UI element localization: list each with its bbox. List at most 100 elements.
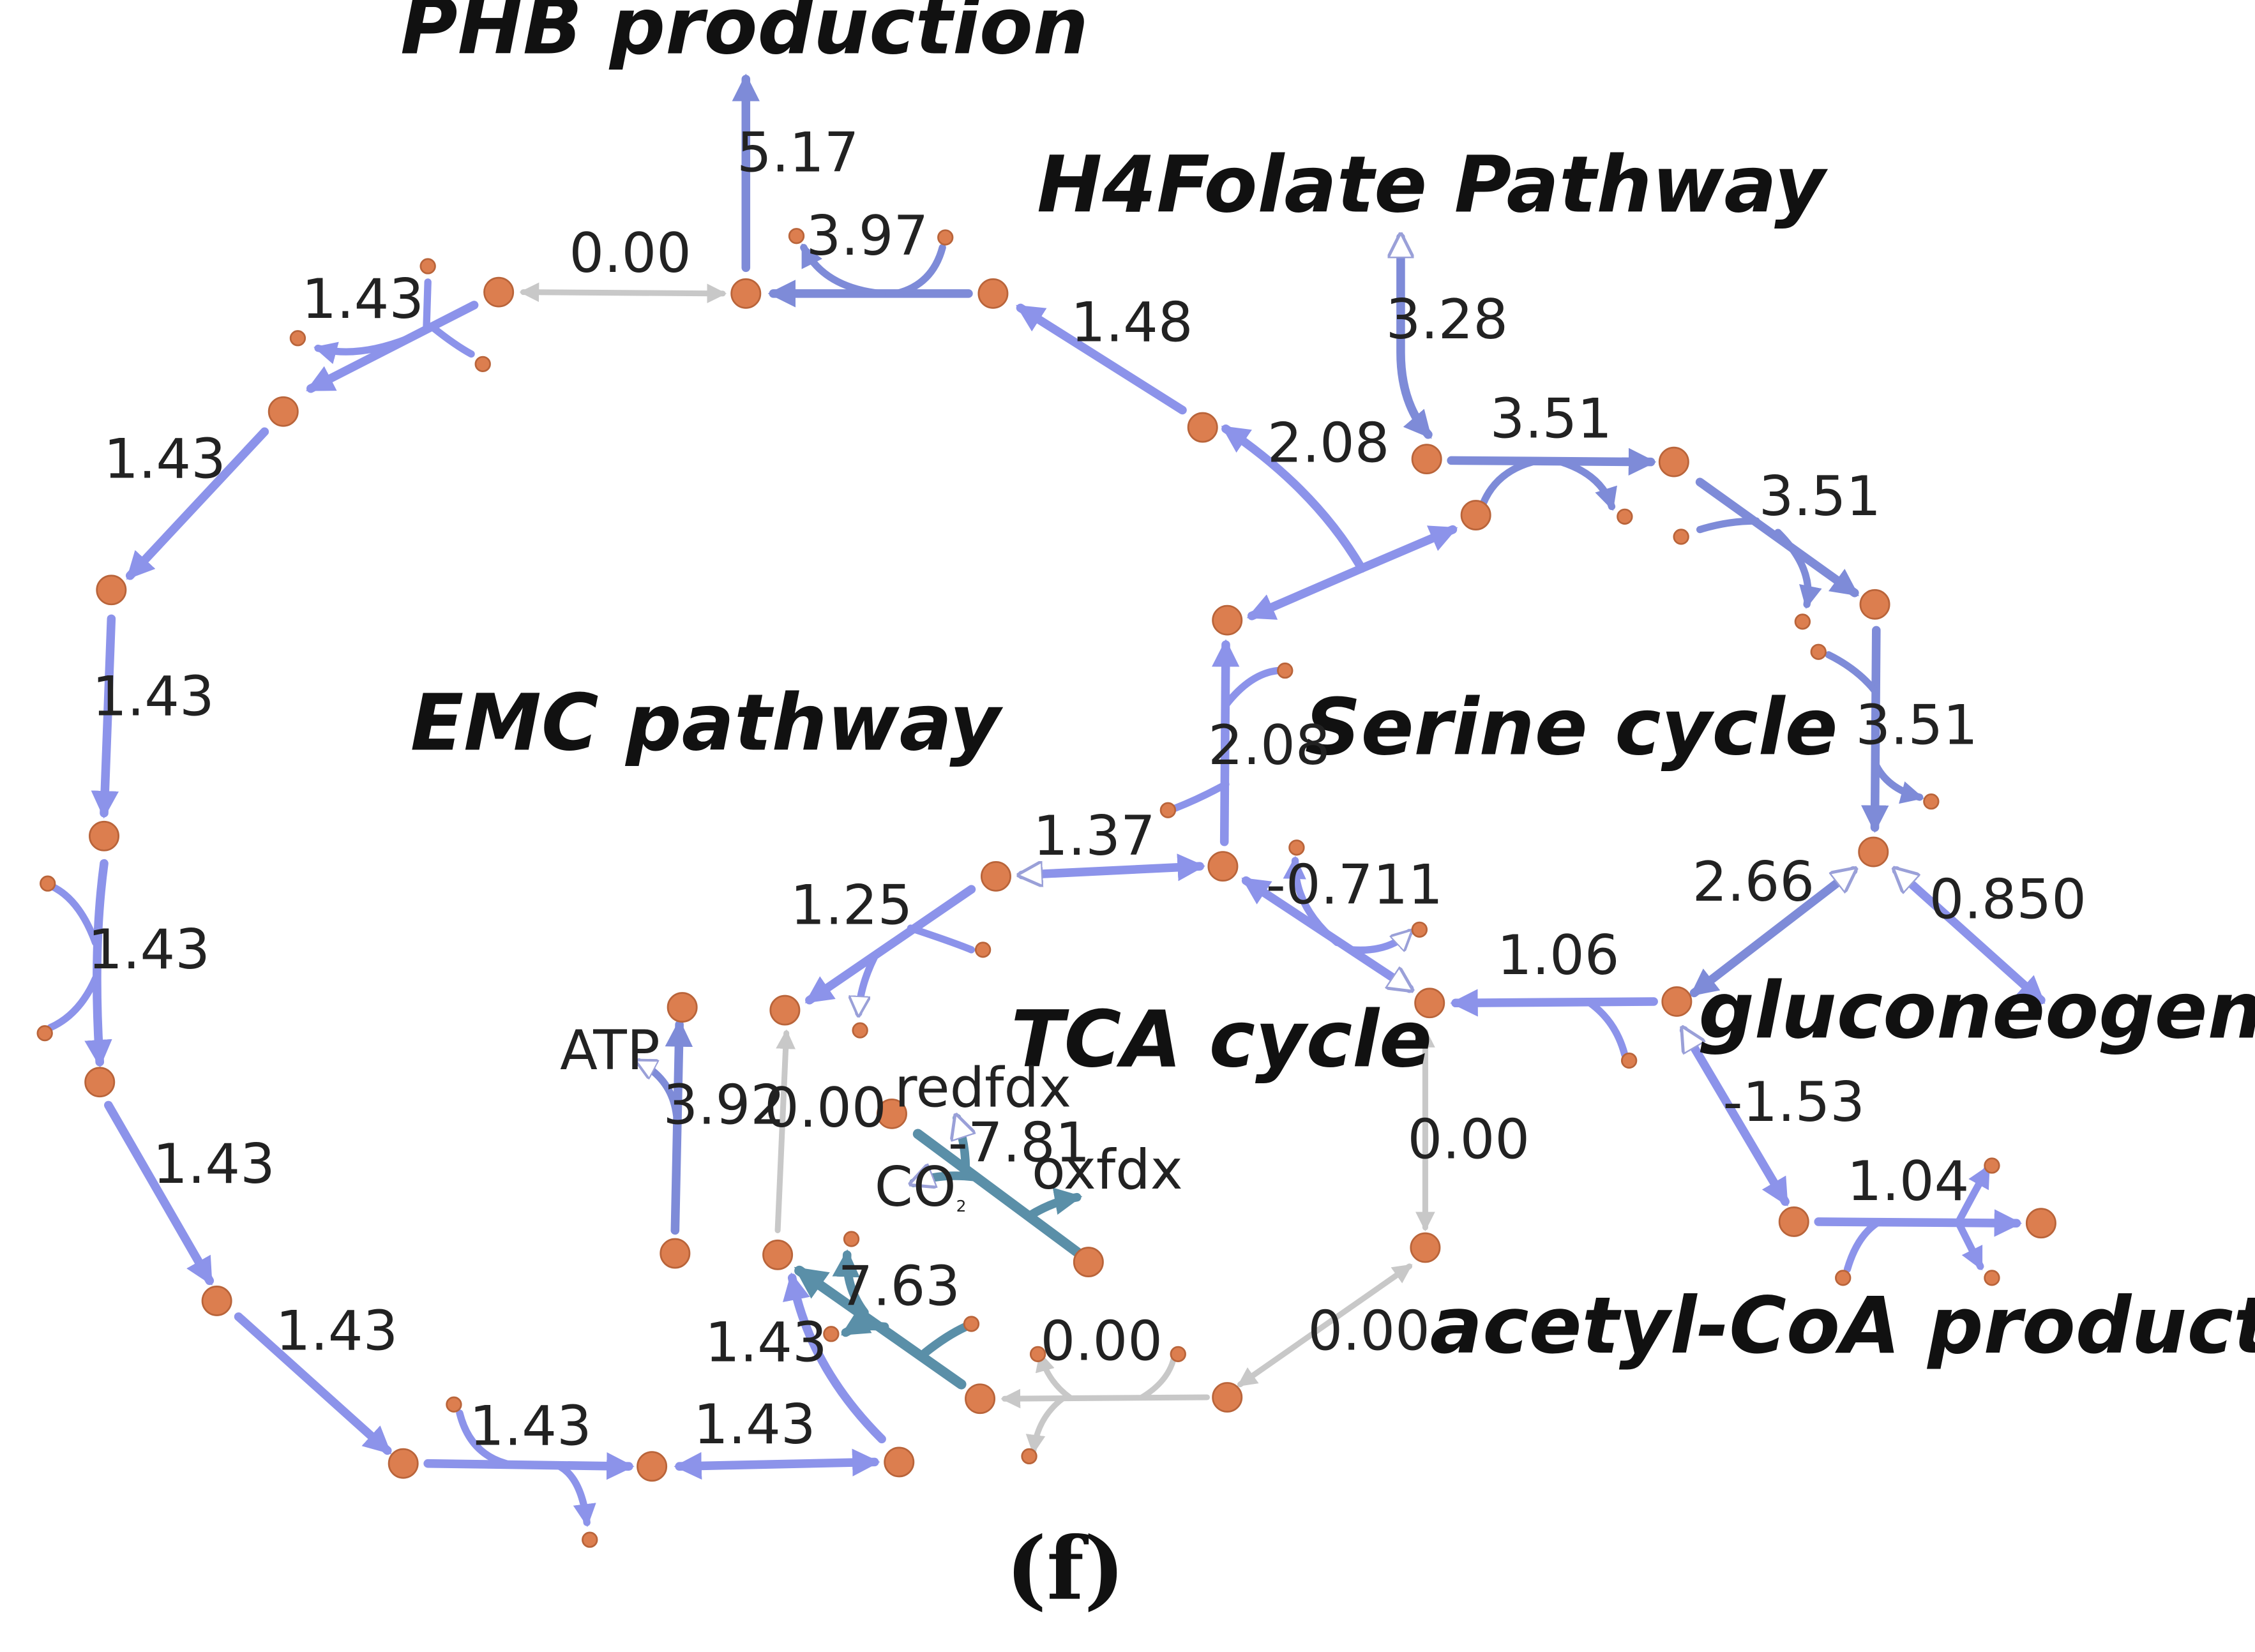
edge-ser-c-branch1 — [1825, 651, 1879, 695]
side-metabolite-node[interactable] — [1673, 529, 1689, 545]
side-metabolite-node[interactable] — [1835, 1270, 1852, 1286]
metabolite-node[interactable] — [89, 820, 120, 852]
metabolite-node[interactable] — [1661, 986, 1693, 1017]
edge-emc-b — [125, 427, 269, 580]
side-metabolite-node[interactable] — [823, 1326, 840, 1342]
edge-ser-a-branch1 — [1557, 458, 1617, 511]
edge-ser-208-vert-branch1 — [1222, 666, 1282, 709]
metabolite-node[interactable] — [388, 1448, 419, 1479]
flux-label: 7.63 — [838, 1255, 960, 1319]
metabolite-node[interactable] — [1212, 1382, 1243, 1413]
edge-tca-zero-left — [774, 1029, 796, 1233]
metabolite-node[interactable] — [1207, 851, 1239, 882]
metabolite-node[interactable] — [637, 1451, 668, 1482]
edge-tca-763-branch2 — [921, 1322, 970, 1357]
metabolite-node[interactable] — [201, 1286, 232, 1316]
edge-tca-106 — [1450, 989, 1658, 1017]
side-metabolite-node[interactable] — [1159, 802, 1177, 818]
side-metabolite-node[interactable] — [788, 228, 805, 244]
side-metabolite-node[interactable] — [582, 1531, 598, 1548]
metabolite-node[interactable] — [1187, 412, 1218, 443]
metabolite-node[interactable] — [660, 1238, 691, 1269]
metabolite-node[interactable] — [2025, 1208, 2056, 1239]
edge-ser-208-vert — [1211, 639, 1240, 846]
side-metabolite-node[interactable] — [1288, 839, 1305, 856]
side-metabolite-node[interactable] — [1411, 921, 1428, 938]
metabolite-node[interactable] — [1410, 1232, 1441, 1263]
edge-emc-a-branch1 — [423, 278, 432, 332]
metabolite-node[interactable] — [268, 396, 299, 427]
edge-tca-125-branch1 — [907, 924, 976, 954]
title-tca-cycle: TCA cycle — [1011, 995, 1432, 1085]
side-metabolite-node[interactable] — [852, 1022, 868, 1039]
side-metabolite-node[interactable] — [40, 875, 56, 892]
edge-208-upper — [1221, 424, 1366, 573]
label-redfdx: redfdx — [894, 1056, 1071, 1120]
side-metabolite-node[interactable] — [474, 356, 491, 372]
side-metabolite-node[interactable] — [974, 942, 992, 958]
edge-tca-763-branch1 — [832, 1249, 869, 1317]
side-metabolite-node[interactable] — [1794, 613, 1811, 630]
metabolite-node[interactable] — [876, 1098, 907, 1129]
side-metabolite-node[interactable] — [1923, 793, 1940, 810]
metabolite-node[interactable] — [1778, 1206, 1809, 1237]
metabolite-node[interactable] — [1212, 604, 1243, 636]
edge-ser-b-branch1 — [1774, 529, 1822, 609]
metabolite-node[interactable] — [1460, 500, 1491, 530]
side-metabolite-node[interactable] — [1620, 1052, 1638, 1069]
metabolite-node[interactable] — [980, 861, 1011, 892]
metabolite-node[interactable] — [1411, 444, 1442, 475]
flux-label: 1.43 — [469, 1395, 592, 1459]
flux-label: 2.08 — [1267, 412, 1390, 476]
side-metabolite-node[interactable] — [446, 1396, 462, 1413]
edge-tca-0711-branch1 — [1283, 855, 1341, 947]
side-metabolite-node[interactable] — [289, 330, 306, 347]
metabolite-node[interactable] — [84, 1067, 116, 1098]
side-metabolite-node[interactable] — [1029, 1346, 1046, 1362]
edge-tca-763-branch3 — [841, 1309, 889, 1337]
metabolite-node[interactable] — [762, 1239, 794, 1270]
metabolite-node[interactable] — [977, 278, 1009, 309]
metabolite-node[interactable] — [96, 574, 127, 606]
flux-label: 0.00 — [569, 222, 691, 285]
edge-tca-zero-bottom — [1000, 1388, 1210, 1409]
metabolite-node[interactable] — [1073, 1247, 1104, 1277]
metabolite-node[interactable] — [1858, 836, 1889, 867]
edge-ser-c-branch2 — [1871, 759, 1924, 804]
metabolite-node[interactable] — [1859, 589, 1890, 620]
edge-top-397-branch-a — [800, 243, 886, 297]
metabolite-node[interactable] — [1414, 987, 1445, 1019]
metabolite-node[interactable] — [965, 1383, 996, 1415]
side-metabolite-node[interactable] — [1810, 643, 1827, 660]
reaction-edges — [47, 73, 2046, 1528]
side-metabolite-node[interactable] — [1277, 662, 1293, 679]
edge-emc-g-branch2 — [553, 1461, 596, 1528]
side-metabolite-node[interactable] — [963, 1316, 980, 1332]
edge-tca-781-branch3 — [1025, 1187, 1083, 1220]
side-metabolite-node[interactable] — [36, 1025, 53, 1042]
metabolite-node[interactable] — [667, 992, 698, 1023]
metabolite-node[interactable] — [1658, 446, 1689, 477]
label-atp: ATP — [560, 1019, 660, 1083]
metabolite-node[interactable] — [769, 995, 801, 1026]
side-metabolite-node[interactable] — [1984, 1157, 2000, 1174]
metabolite-node[interactable] — [730, 278, 762, 309]
side-metabolite-node[interactable] — [937, 229, 954, 246]
side-metabolite-node[interactable] — [1984, 1270, 2000, 1286]
label-co2-main: CO — [875, 1155, 956, 1219]
edge-tca-137 — [1022, 866, 1200, 875]
metabolite-node[interactable] — [884, 1446, 915, 1478]
metabolite-node[interactable] — [483, 276, 515, 308]
edge-tca-781-branch2 — [914, 1176, 981, 1183]
side-metabolite-node[interactable] — [843, 1231, 860, 1247]
flux-label: 1.06 — [1497, 924, 1620, 987]
side-metabolite-node[interactable] — [1170, 1346, 1186, 1362]
side-metabolite-node[interactable] — [1021, 1448, 1037, 1465]
flux-label: 1.48 — [1071, 290, 1193, 354]
side-metabolite-node[interactable] — [1617, 508, 1633, 525]
edge-acetyl-104-branch2 — [1955, 1219, 1984, 1271]
flux-label: 2.66 — [1693, 850, 1815, 914]
flux-label: -1.53 — [1723, 1070, 1865, 1134]
side-metabolite-node[interactable] — [419, 258, 436, 274]
